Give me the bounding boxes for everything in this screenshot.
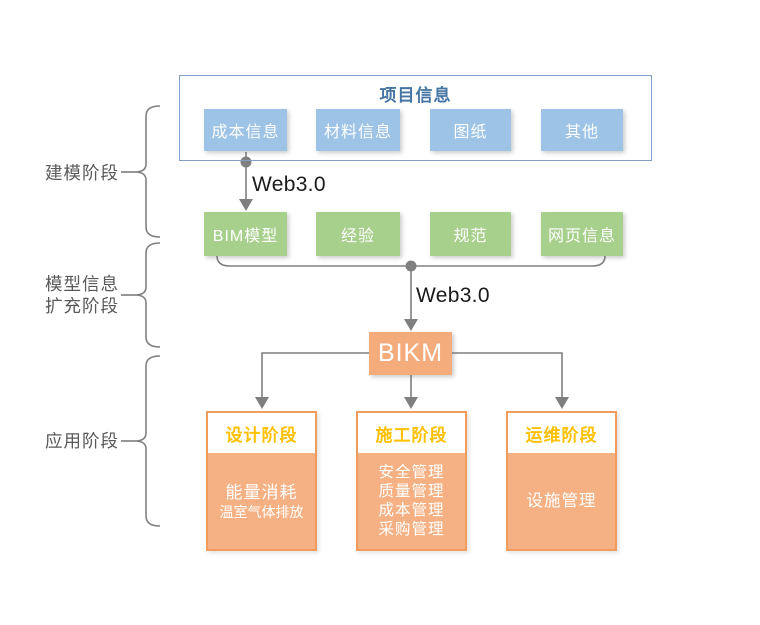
arrow-web30-mid-head [404,319,418,331]
stage-label-modeling: 建模阶段 [40,162,124,184]
arrow-web30-top-head [239,199,253,211]
junction-dot-mid [405,260,417,272]
node-standards: 规范 [430,212,511,256]
app-box-operation: 运维阶段 设施管理 [506,411,617,551]
brace-expansion-stage [134,242,161,348]
app-body-operation: 设施管理 [508,453,615,549]
stage-label-line: 建模阶段 [45,163,119,183]
branch-right-line [452,352,563,398]
app-item-ghg: 温室气体排放 [219,503,304,520]
node-cost-info: 成本信息 [204,109,287,151]
app-body-design: 能量消耗 温室气体排放 [208,453,315,549]
stage-label-expansion: 模型信息 扩充阶段 [40,273,124,317]
stage-label-line: 模型信息 [45,274,119,294]
app-item-quality: 质量管理 [378,483,445,500]
app-item-facility: 设施管理 [526,491,597,510]
branch-right-head [555,397,569,409]
app-header-design: 设计阶段 [208,413,315,453]
branch-left-line [261,352,369,398]
brace-modeling-stage [134,105,161,238]
stage-label-line: 扩充阶段 [45,296,119,316]
web30-label-top: Web3.0 [252,173,326,196]
app-header-operation: 运维阶段 [508,413,615,453]
node-bikm: BIKM [369,332,452,375]
node-experience: 经验 [316,212,400,256]
app-header-construction: 施工阶段 [358,413,465,453]
node-drawings: 图纸 [430,109,511,151]
app-body-construction: 安全管理 质量管理 成本管理 采购管理 [358,453,465,549]
stage-label-line: 应用阶段 [45,431,119,451]
node-web-info: 网页信息 [541,212,623,256]
app-box-construction: 施工阶段 安全管理 质量管理 成本管理 采购管理 [356,411,467,551]
app-item-safety: 安全管理 [378,464,445,481]
stage-label-application: 应用阶段 [40,430,124,452]
app-item-procurement: 采购管理 [378,521,445,538]
web30-label-mid: Web3.0 [416,284,490,307]
app-box-design: 设计阶段 能量消耗 温室气体排放 [206,411,317,551]
node-material-info: 材料信息 [316,109,400,151]
project-info-container: 项目信息 [179,75,652,161]
app-item-cost: 成本管理 [378,502,445,519]
brace-application-stage [134,355,161,527]
branch-left-head [255,397,269,409]
node-bim-model: BIM模型 [204,212,287,256]
project-info-title: 项目信息 [379,86,452,105]
branch-middle-head [404,397,418,409]
app-item-energy: 能量消耗 [225,482,298,502]
node-other: 其他 [541,109,623,151]
